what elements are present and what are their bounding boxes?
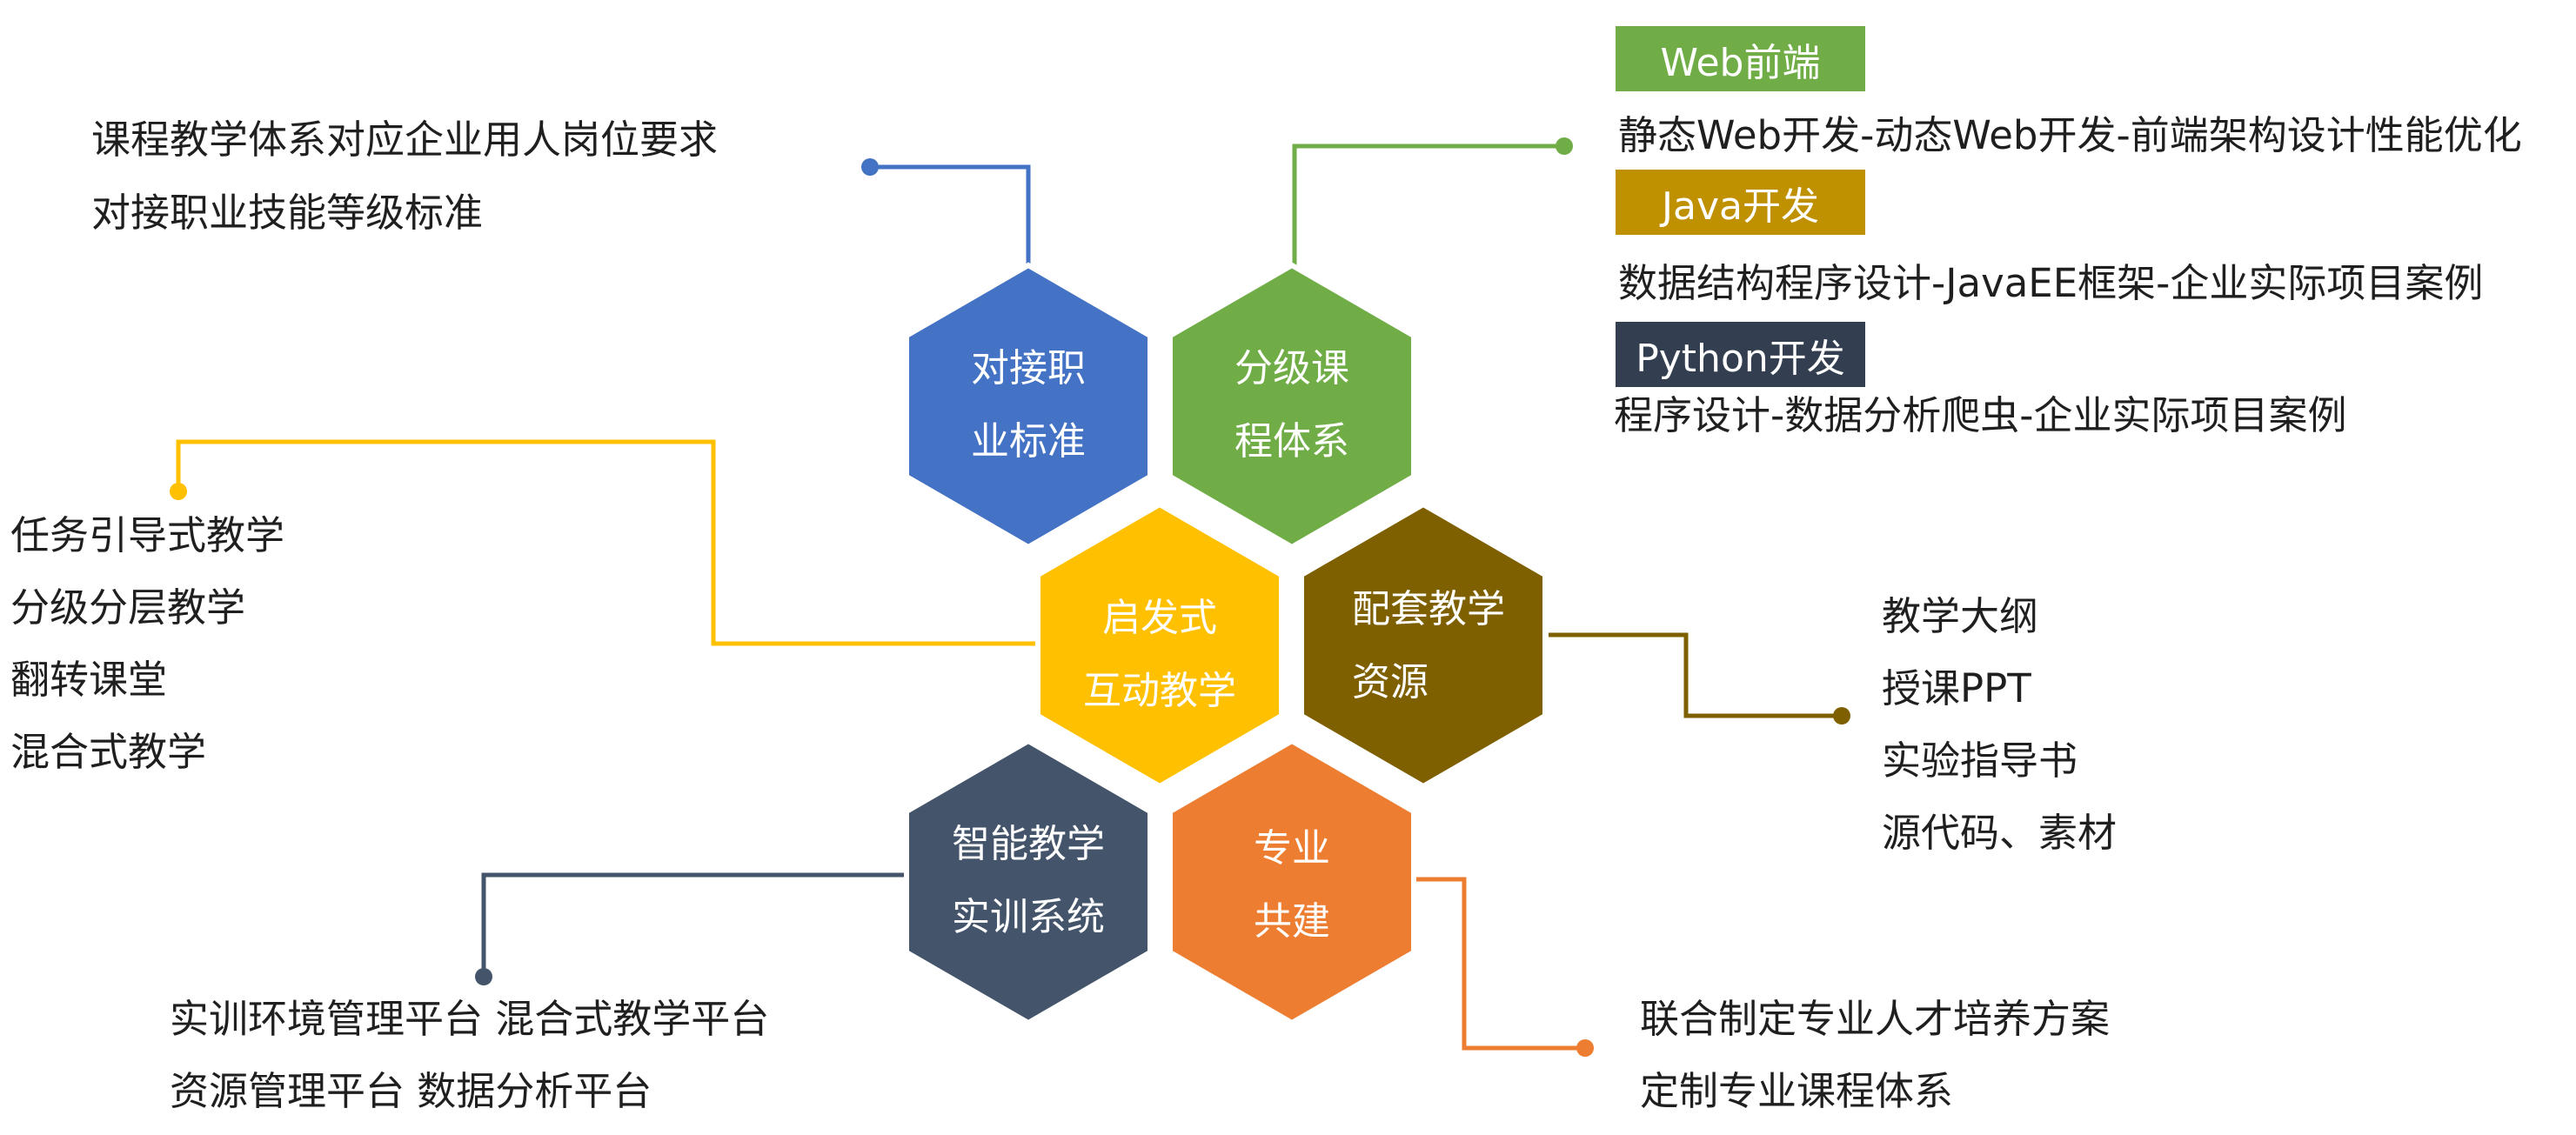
- hexagon-resources-label: 配套教学 资源: [1308, 573, 1552, 719]
- platform-line-1: 实训环境管理平台 混合式教学平台: [170, 996, 770, 1042]
- hexagon-cobuild-line-1: 专业: [1254, 826, 1330, 871]
- hexagon-career: [904, 262, 1153, 551]
- track-desc-web: 静态Web开发-动态Web开发-前端架构设计性能优化: [1618, 112, 2522, 158]
- connector-dot-smart: [475, 968, 492, 985]
- cobuild-text-1: 联合制定专业人才培养方案: [1640, 996, 2111, 1042]
- connector-dot-tiered: [1556, 137, 1573, 155]
- teaching-method-2: 分级分层教学: [10, 584, 246, 631]
- hexagon-tiered: [1168, 262, 1416, 551]
- hexagon-resources-line-1: 配套教学: [1352, 587, 1505, 631]
- track-tag-web: Web前端: [1616, 26, 1865, 91]
- hexagon-tiered-line-2: 程体系: [1234, 419, 1349, 464]
- hexagon-heuristic-line-1: 启发式: [1102, 596, 1217, 640]
- hexagon-smart-label: 智能教学 实训系统: [907, 808, 1150, 954]
- hexagon-heuristic: [1035, 501, 1284, 790]
- hexagon-smart-line-2: 实训系统: [952, 895, 1105, 939]
- career-text-2: 对接职业技能等级标准: [91, 190, 484, 236]
- track-tag-python: Python开发: [1616, 322, 1865, 387]
- connector-dot-cobuild: [1576, 1039, 1594, 1057]
- teaching-method-1: 任务引导式教学: [10, 512, 285, 558]
- resource-item-2: 授课PPT: [1882, 665, 2031, 711]
- connector-dot-resources: [1833, 707, 1850, 724]
- track-desc-python: 程序设计-数据分析爬虫-企业实际项目案例: [1614, 392, 2347, 438]
- connector-smart: [481, 872, 909, 977]
- hexagon-tiered-line-1: 分级课: [1234, 346, 1349, 391]
- cobuild-text-2: 定制专业课程体系: [1640, 1068, 1954, 1114]
- teaching-method-3: 翻转课堂: [10, 657, 168, 703]
- resource-item-4: 源代码、素材: [1882, 810, 2118, 856]
- hexagon-smart: [904, 738, 1153, 1026]
- track-tag-java: Java开发: [1616, 170, 1865, 235]
- hexagon-cobuild-line-2: 共建: [1254, 899, 1330, 944]
- hexagon-career-line-2: 业标准: [971, 419, 1086, 464]
- connector-career: [870, 164, 1031, 265]
- track-desc-java: 数据结构程序设计-JavaEE框架-企业实际项目案例: [1618, 260, 2484, 306]
- connector-dot-heuristic: [170, 483, 187, 500]
- connector-dot-career: [861, 158, 879, 176]
- hexagon-resources: [1299, 501, 1548, 790]
- hexagon-tiered-label: 分级课 程体系: [1170, 332, 1414, 478]
- hexagon-smart-line-1: 智能教学: [952, 822, 1105, 866]
- teaching-method-4: 混合式教学: [10, 729, 207, 775]
- hexagon-career-line-1: 对接职: [971, 346, 1086, 391]
- connector-resources: [1549, 632, 1842, 718]
- hexagon-cobuild: [1168, 738, 1416, 1026]
- hexagon-cobuild-label: 专业 共建: [1170, 812, 1414, 958]
- platform-line-2: 资源管理平台 数据分析平台: [170, 1068, 652, 1114]
- connector-heuristic: [176, 439, 1040, 646]
- connector-tiered: [1292, 144, 1564, 265]
- resource-item-1: 教学大纲: [1882, 593, 2039, 639]
- connector-cobuild: [1414, 877, 1585, 1051]
- hexagon-heuristic-label: 启发式 互动教学: [1038, 582, 1281, 728]
- resource-item-3: 实验指导书: [1882, 738, 2078, 784]
- hexagon-resources-line-2: 资源: [1352, 660, 1429, 704]
- hexagon-heuristic-line-2: 互动教学: [1083, 669, 1236, 713]
- hexagon-career-label: 对接职 业标准: [907, 332, 1150, 478]
- career-text-1: 课程教学体系对应企业用人岗位要求: [91, 117, 719, 163]
